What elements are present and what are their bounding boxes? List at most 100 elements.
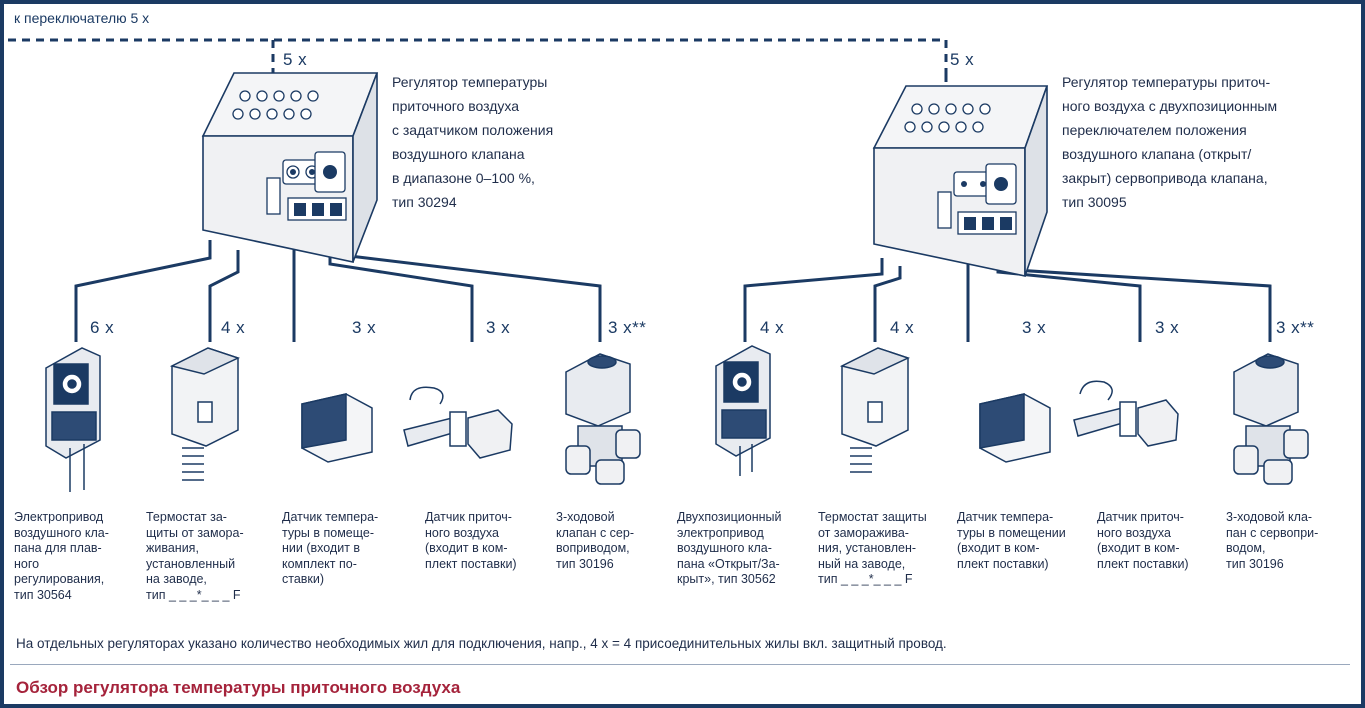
text-line: 3-ходовой [556,510,615,524]
text-line: Электропривод [14,510,104,524]
divider [10,664,1350,665]
device-description: Электропривод воздушного кла- пана для п… [14,510,109,603]
controller-count: 5 x [283,50,308,69]
text-line: воздушного клапана (открыт/ [1062,146,1252,162]
text-line: на заводе, [146,572,207,586]
text-line: с задатчиком положения [392,122,554,138]
text-line: (входит в ком- [957,541,1040,555]
device-description: Термостат защиты от заморажива- ния, уст… [818,510,927,588]
text-line: Регулятор температуры приточ- [1062,74,1271,90]
text-line: ставки) [282,572,325,586]
text-line: тип 30095 [1062,194,1127,210]
wire-6 [743,258,884,342]
device-description: 3-ходовой кла- пан с сервопри- водом, ти… [1226,510,1318,572]
text-line: электропривод [677,525,764,540]
valve-icon [1233,353,1309,485]
text-line: ного воздуха с двухпозиционным [1062,98,1278,114]
text-line: тип 30564 [14,587,72,602]
text-line: от заморажива- [818,525,909,540]
text-line: тип _ _ _*_ _ _ F [818,572,913,586]
text-line: туры в помеще- [282,525,375,540]
text-line: нии (входит в [282,541,361,555]
wire-count: 3 x [1155,318,1180,337]
text-line: воприводом, [556,541,630,555]
actuator-icon [715,345,771,476]
text-line: тип 30196 [556,556,614,571]
text-line: Двухпозиционный [677,510,782,524]
device-description: Датчик приточ- ного воздуха (входит в ко… [425,510,517,572]
controller-count: 5 x [950,50,975,69]
room-sensor-icon [979,393,1051,463]
wire-10 [1013,246,1272,342]
text-line: ния, установлен- [818,541,917,555]
text-line: туры в помещении [957,525,1066,540]
wire-2 [208,250,240,342]
text-line: Датчик приточ- [1097,510,1184,524]
text-line: закрыт) сервопривода клапана, [1062,170,1268,186]
valve-icon [565,353,641,485]
text-line: тип _ _ _*_ _ _ F [146,587,241,602]
controller-description: Регулятор температуры приточ- ного возду… [1062,70,1352,214]
text-line: ного [14,556,40,571]
text-line: ного воздуха [1097,525,1171,540]
text-line: комплект по- [282,556,357,571]
actuator-icon [45,347,101,492]
text-line: (входит в ком- [425,541,508,555]
text-line: Термостат за- [146,510,227,524]
text-line: Датчик темпера- [282,510,379,524]
wire-count: 3 x [1022,318,1047,337]
text-line: установленный [146,556,236,571]
switch-bus-line [8,38,948,74]
text-line: пан с сервопри- [1226,525,1319,540]
text-line: Термостат защиты [818,510,927,524]
text-line: ный на заводе, [818,556,906,571]
figure-title: Обзор регулятора температуры приточного … [16,678,461,697]
text-line: Датчик приточ- [425,510,512,524]
duct-sensor-icon [403,386,513,459]
text-line: тип 30294 [392,194,457,210]
wire-count: 4 x [890,318,915,337]
text-line: воздушного кла- [677,541,772,555]
text-line: щиты от замора- [146,525,244,540]
wire-count: 3 x [352,318,377,337]
controller-box-icon [201,72,379,263]
text-line: регулирования, [14,572,105,586]
text-line: в диапазоне 0–100 %, [392,170,535,186]
text-line: плект поставки) [957,556,1049,571]
text-line: пана «Открыт/За- [677,556,780,571]
device-description: Термостат за- щиты от замора- живания, у… [146,510,244,603]
device-description: Датчик темпера- туры в помещении (входит… [957,510,1066,572]
controller-box-icon [872,85,1049,277]
device-description: Двухпозиционный электропривод воздушного… [677,510,782,588]
text-line: водом, [1226,541,1266,555]
wire-count: 4 x [760,318,785,337]
switch-note: к переключателю 5 x [14,10,150,26]
text-line: живания, [146,541,199,555]
text-line: переключателем положения [1062,122,1247,138]
room-sensor-icon [301,393,373,463]
text-line: воздушного кла- [14,525,109,540]
wire-count: 3 x** [1276,318,1315,337]
text-line: тип 30196 [1226,556,1284,571]
text-line: воздушного клапана [392,146,525,162]
text-line: (входит в ком- [1097,541,1180,555]
wire-5 [348,230,602,342]
device-description: 3-ходовой клапан с сер- воприводом, тип … [556,510,634,572]
text-line: 3-ходовой кла- [1226,510,1313,524]
thermostat-icon [839,347,911,473]
text-line: плект поставки) [425,556,517,571]
text-line: пана для плав- [14,541,102,555]
text-line: плект поставки) [1097,556,1189,571]
text-line: приточного воздуха [392,98,520,114]
wire-count: 3 x** [608,318,647,337]
thermostat-icon [169,347,241,481]
controller-description: Регулятор температуры приточного воздуха… [392,70,662,214]
duct-sensor-icon [1073,380,1179,447]
text-line: Датчик темпера- [957,510,1054,524]
device-description: Датчик темпера- туры в помеще- нии (вход… [282,510,378,588]
text-line: клапан с сер- [556,525,634,540]
text-line: Регулятор температуры [392,74,548,90]
wire-1 [74,240,212,342]
wire-count: 4 x [221,318,246,337]
